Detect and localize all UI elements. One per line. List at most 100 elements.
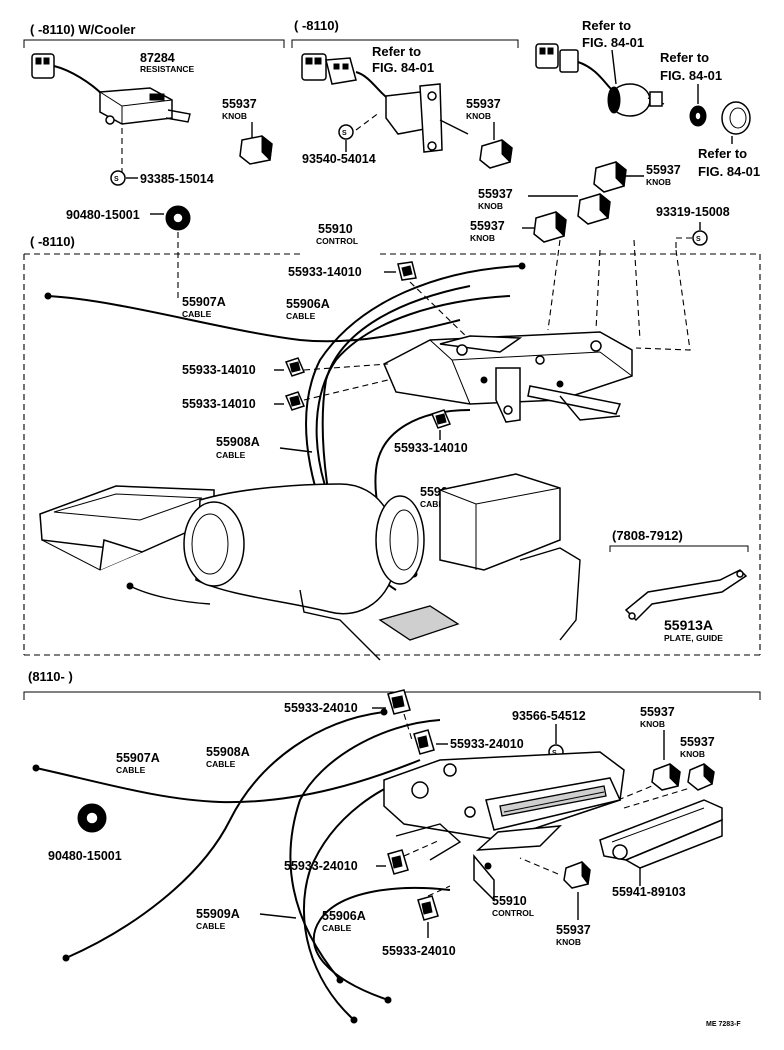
clip-3	[284, 391, 306, 411]
svg-text:S: S	[552, 750, 557, 757]
label-55909a-b: 55909A	[196, 907, 240, 921]
label-55937-l3: 55937	[556, 923, 591, 937]
bracket-2	[291, 39, 519, 48]
bolt-93540: S	[338, 124, 354, 140]
main-frame	[23, 253, 761, 656]
header-lower: (8110- )	[28, 669, 73, 684]
clip-4	[430, 409, 452, 429]
label-90480-15001-b: 90480-15001	[48, 849, 122, 863]
section-2: ( -8110) Refer to FIG. 84-01 S 93540-540…	[291, 18, 519, 169]
label-55907a-b: 55907A	[116, 751, 160, 765]
label-93385-15014: 93385-15014	[140, 172, 214, 186]
label-cable-55908a-b: CABLE	[206, 759, 236, 769]
label-knob-l3: KNOB	[556, 937, 581, 947]
heater-unit	[39, 473, 581, 661]
svg-text:S: S	[696, 236, 701, 243]
svg-text:S: S	[114, 176, 119, 183]
ref-fig-4: FIG. 84-01	[698, 164, 760, 179]
grommet-90480-b	[77, 803, 107, 833]
section-cooler: ( -8110) W/Cooler S 93385-15014 87284 RE…	[23, 22, 285, 186]
cable-55906a-b	[313, 886, 451, 1001]
knob-l2	[687, 762, 715, 791]
label-knob-k5: KNOB	[470, 233, 495, 243]
knob-k3	[593, 160, 627, 193]
knob-k1	[239, 134, 273, 165]
label-cable-55906a: CABLE	[286, 311, 316, 321]
label-55937-k3: 55937	[646, 163, 681, 177]
label-55910-a: 55910	[318, 222, 353, 236]
label-55941-89103: 55941-89103	[612, 885, 686, 899]
clip-l4	[417, 895, 439, 921]
header-2: ( -8110)	[294, 18, 339, 33]
section-3: Refer to FIG. 84-01 Refer to FIG. 84-01 …	[535, 18, 760, 179]
label-55933-14010-4: 55933-14010	[394, 441, 468, 455]
label-resistance: RESISTANCE	[140, 64, 194, 74]
knobs-cluster: 55937 KNOB 55937 KNOB 55937 KNOB 93319-1…	[470, 160, 730, 248]
label-55937-k1: 55937	[222, 97, 257, 111]
label-cable-55909a: CABLE	[420, 499, 450, 509]
ref-text-1: Refer to	[372, 44, 421, 59]
label-55906a-a: 55906A	[286, 297, 330, 311]
label-55937-k5: 55937	[470, 219, 505, 233]
label-55933-14010-3: 55933-14010	[182, 397, 256, 411]
label-55910-b: 55910	[492, 894, 527, 908]
clip-l2	[413, 729, 435, 755]
label-knob-l2: KNOB	[680, 749, 705, 759]
switch-drawing-2	[301, 53, 469, 153]
control-assembly-a	[383, 331, 633, 423]
label-55906a-b: 55906A	[322, 909, 366, 923]
cable-55907a-a	[47, 295, 461, 343]
knob-k4	[577, 192, 611, 225]
label-control-b: CONTROL	[492, 908, 534, 918]
label-55907a-a: 55907A	[182, 295, 226, 309]
label-55937-l2: 55937	[680, 735, 715, 749]
ref-fig-1: FIG. 84-01	[372, 60, 434, 75]
knob-l3	[563, 860, 591, 889]
bracket-guide	[609, 545, 749, 552]
control-assembly-b	[383, 751, 625, 902]
label-cable-55907a-b: CABLE	[116, 765, 146, 775]
panel-55941	[599, 799, 723, 869]
clip-l1	[387, 689, 411, 715]
label-55937-k4: 55937	[478, 187, 513, 201]
plate-guide-55913a	[624, 569, 748, 622]
label-55937-l1: 55937	[640, 705, 675, 719]
grommet-90480-a	[165, 205, 191, 231]
clip-1	[397, 261, 417, 281]
clip-l3	[387, 849, 409, 875]
label-knob-k4: KNOB	[478, 201, 503, 211]
bracket-cooler	[23, 39, 285, 48]
knob-ref	[721, 101, 751, 135]
header-guide: (7808-7912)	[612, 528, 683, 543]
cable-55907a-b	[35, 759, 421, 804]
label-knob-k3: KNOB	[646, 177, 671, 187]
svg-text:S: S	[342, 130, 347, 137]
label-control-a: CONTROL	[316, 236, 358, 246]
cable-55908a-b	[65, 711, 385, 959]
bracket-lower	[23, 691, 761, 700]
header-cooler: ( -8110) W/Cooler	[30, 22, 135, 37]
ref-text-2: Refer to	[582, 18, 631, 33]
label-87284: 87284	[140, 51, 175, 65]
nut-ref	[689, 105, 707, 127]
clip-2	[284, 357, 306, 377]
label-55933-24010-3: 55933-24010	[284, 859, 358, 873]
ref-text-3: Refer to	[660, 50, 709, 65]
label-55908a-a: 55908A	[216, 435, 260, 449]
section-main: 90480-15001 ( -8110) 55910 CONTROL 55933…	[23, 205, 761, 661]
label-55933-24010-4: 55933-24010	[382, 944, 456, 958]
label-knob-l1: KNOB	[640, 719, 665, 729]
knob-k5	[533, 210, 567, 243]
label-93540-54014: 93540-54014	[302, 152, 376, 166]
label-cable-55909a-b: CABLE	[196, 921, 226, 931]
label-cable-55908a: CABLE	[216, 450, 246, 460]
label-55933-24010-2: 55933-24010	[450, 737, 524, 751]
bolt-93385: S	[110, 170, 126, 186]
ref-fig-2: FIG. 84-01	[582, 35, 644, 50]
label-93319-15008: 93319-15008	[656, 205, 730, 219]
label-knob-k1: KNOB	[222, 111, 247, 121]
label-55937-k2: 55937	[466, 97, 501, 111]
footer-code: ME 7283-F	[706, 1021, 741, 1028]
label-knob-k2: KNOB	[466, 111, 491, 121]
